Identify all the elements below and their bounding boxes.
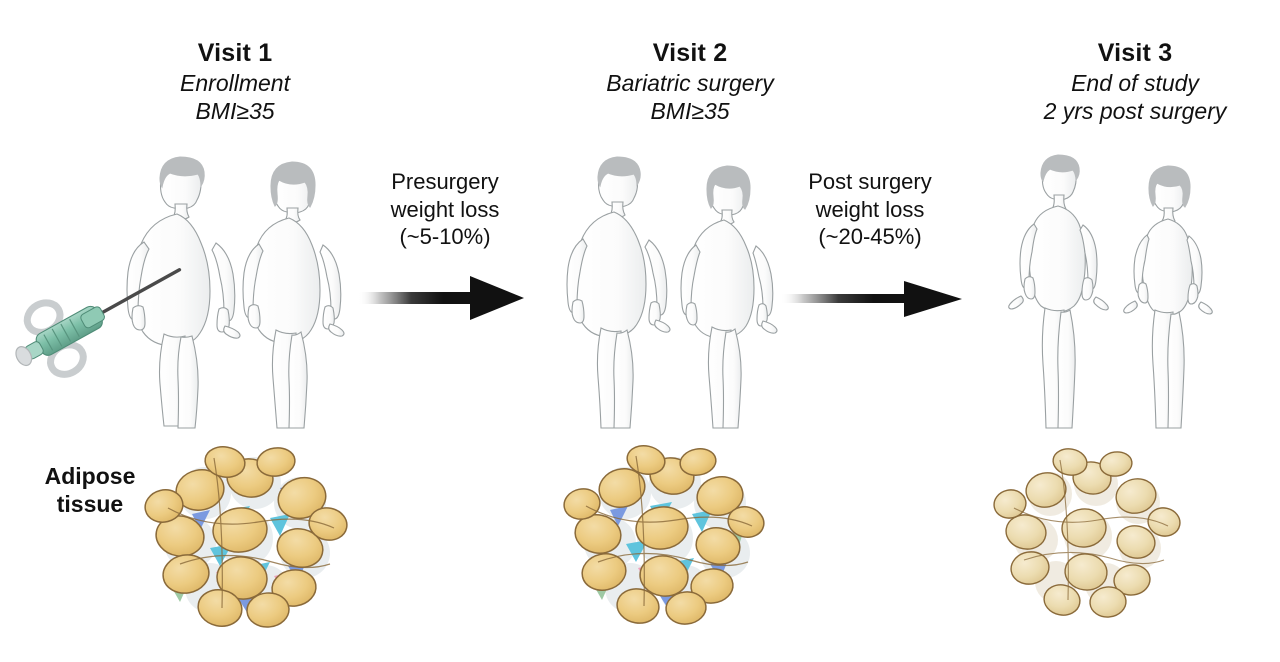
visit-3-title: Visit 3: [1097, 39, 1173, 67]
biopsy-needle-icon: [0, 256, 188, 386]
adipose-tissue-label: Adipose tissue: [20, 462, 160, 518]
presurgery-arrow: [358, 272, 528, 332]
postsurgery-transition-caption: Post surgery weight loss (~20-45%): [765, 168, 975, 251]
visit-1-female-figure: [242, 161, 345, 429]
visit-3-female-figure: [1123, 165, 1213, 429]
adipose-label-line2: tissue: [56, 491, 124, 518]
visit-3-male-figure: [1008, 154, 1109, 429]
visit-2-subtitle-line2: BMI≥35: [650, 97, 730, 124]
postsurgery-arrow: [780, 280, 965, 330]
visit-2-female-figure: [680, 165, 778, 429]
right-arrow-icon: [780, 281, 962, 317]
visit-1-title: Visit 1: [197, 39, 273, 67]
postsurgery-line1: Post surgery: [808, 169, 932, 194]
visit-1-subtitle-line1: Enrollment: [180, 69, 290, 96]
visit-3-subtitle-line1: End of study: [1071, 69, 1199, 96]
visit-2-adipose-tissue: [563, 444, 770, 625]
visit-2-title: Visit 2: [652, 39, 728, 67]
visit-1-adipose-tissue: [144, 446, 350, 628]
presurgery-line3: (~5-10%): [399, 224, 491, 250]
visit-3-body-pair: [1000, 138, 1250, 429]
visit-3-subtitle-line2: 2 yrs post surgery: [1043, 97, 1227, 124]
presurgery-transition-caption: Presurgery weight loss (~5-10%): [340, 168, 550, 251]
visit-1-heading: Visit 1 Enrollment BMI≥35: [85, 38, 385, 125]
visit-2-subtitle-line1: Bariatric surgery: [606, 69, 774, 96]
visit-2-body-pair: [555, 138, 805, 429]
visit-3-adipose-tissue: [993, 448, 1185, 618]
visit-1-male-figure: [126, 156, 241, 429]
postsurgery-line3: (~20-45%): [818, 224, 922, 250]
presurgery-line1: Presurgery: [391, 169, 499, 194]
adipose-label-line1: Adipose: [44, 463, 136, 489]
visit-1-body-pair: [120, 138, 370, 429]
visit-3-heading: Visit 3 End of study 2 yrs post surgery: [985, 38, 1280, 125]
visit-1-subtitle-line2: BMI≥35: [195, 97, 275, 124]
postsurgery-line2: weight loss: [815, 196, 925, 222]
visit-2-male-figure: [566, 156, 671, 429]
presurgery-line2: weight loss: [390, 196, 500, 222]
right-arrow-icon: [358, 276, 524, 320]
visit-2-heading: Visit 2 Bariatric surgery BMI≥35: [540, 38, 840, 125]
